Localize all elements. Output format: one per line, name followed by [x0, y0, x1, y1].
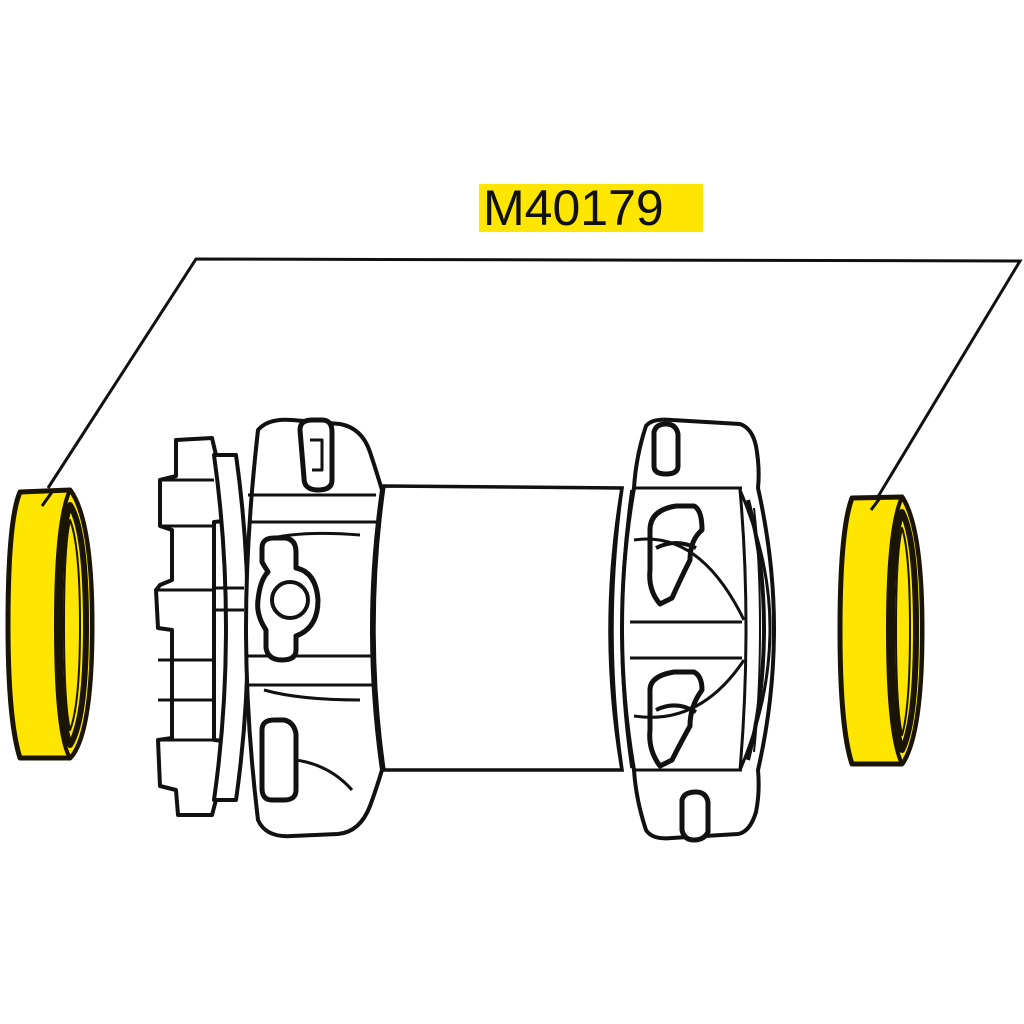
part-number-label: M40179 [483, 180, 664, 236]
right-cup [620, 417, 776, 843]
left-cup-with-lockring [154, 417, 384, 839]
center-sleeve [372, 484, 634, 772]
part-number-highlight [479, 184, 703, 232]
leader-lines [46, 257, 1023, 501]
left-bearing [5, 487, 95, 761]
right-bearing [837, 494, 925, 767]
